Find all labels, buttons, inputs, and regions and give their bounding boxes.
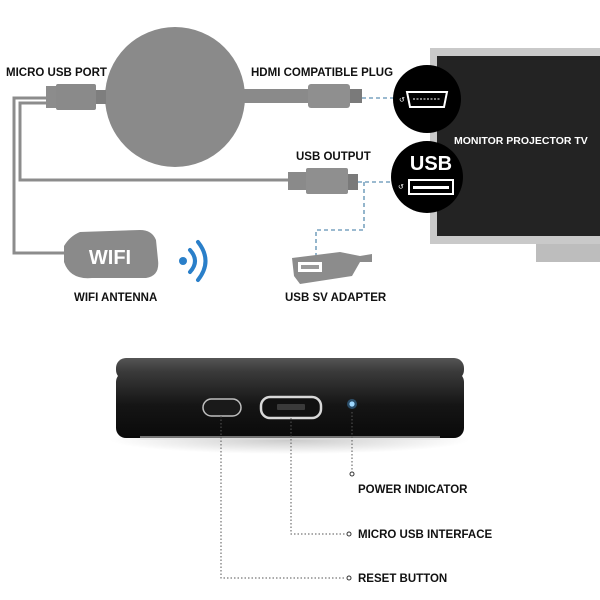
connector-dashes xyxy=(315,97,396,258)
label-hdmi-plug: HDMI COMPATIBLE PLUG xyxy=(251,67,393,79)
dongle-device xyxy=(105,27,362,167)
monitor-tv xyxy=(430,48,600,262)
label-wifi-antenna: WIFI ANTENNA xyxy=(74,292,157,304)
micro-usb-plug xyxy=(46,84,106,110)
label-usb-output: USB OUTPUT xyxy=(296,151,371,163)
reset-button xyxy=(202,398,242,417)
hdmi-port-icon: ↺ xyxy=(393,65,461,133)
usb-sv-adapter xyxy=(292,252,372,284)
leader-lines xyxy=(220,412,353,579)
label-reset-button: RESET BUTTON xyxy=(358,573,447,585)
power-indicator-led xyxy=(347,399,357,409)
usb-badge-text: USB xyxy=(410,153,452,175)
svg-text:↺: ↺ xyxy=(399,97,405,104)
usb-output-plug xyxy=(288,168,358,194)
usb-port-icon: USB ↺ xyxy=(391,141,463,213)
wifi-signal-icon xyxy=(179,240,208,282)
label-micro-usb-interface: MICRO USB INTERFACE xyxy=(358,529,493,541)
micro-usb-interface xyxy=(259,395,323,420)
label-monitor: MONITOR PROJECTOR TV xyxy=(454,135,588,147)
cables xyxy=(12,96,292,255)
svg-text:↺: ↺ xyxy=(398,184,404,191)
label-micro-usb-port: MICRO USB PORT xyxy=(6,67,107,79)
leader-dots xyxy=(346,471,355,581)
wifi-antenna: WIFI xyxy=(64,230,159,279)
label-usb-adapter: USB SV ADAPTER xyxy=(285,292,387,304)
antenna-text: WIFI xyxy=(89,247,131,269)
label-power-indicator: POWER INDICATOR xyxy=(358,484,468,496)
